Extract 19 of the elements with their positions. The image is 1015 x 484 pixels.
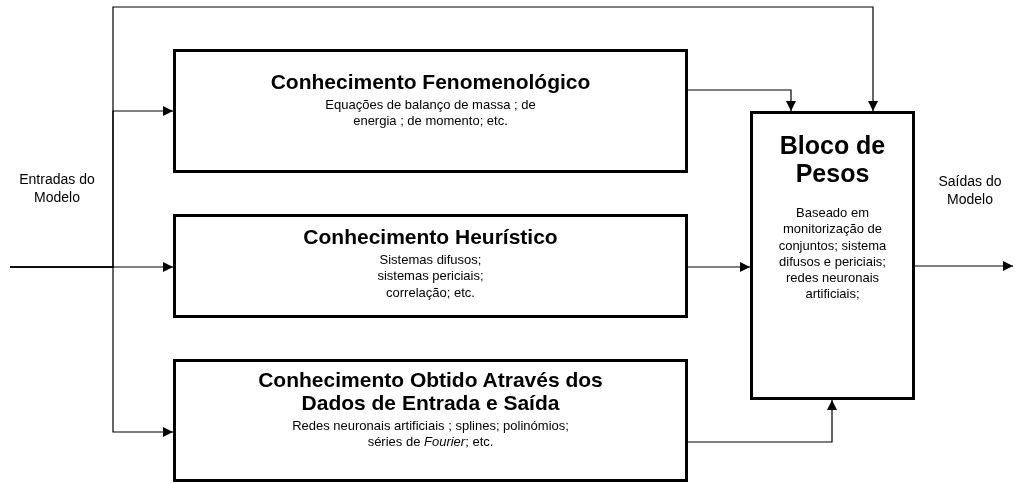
io-label: Entradas do Modelo [18,170,96,207]
io-label: Saídas do Modelo [937,172,1003,209]
process-box [173,214,688,318]
box-heading: Conhecimento Heurístico [302,225,559,249]
box-heading: Conhecimento Obtido Através dos Dados de Entrada e Saída [257,368,604,415]
process-box [750,111,915,400]
arrow [687,399,837,443]
box-description: Redes neuronais artificiais ; splines; polinómios; séries de Fourier; etc. [291,418,570,451]
box-heading: Conhecimento Fenomenológico [269,70,592,94]
arrow [914,261,1014,271]
box-description: Equações de balanço de massa ; de energia ; de momento; etc. [324,97,537,130]
box-heading: Bloco de Pesos [778,132,887,187]
process-box [173,359,688,482]
box-description: Sistemas difusos; sistemas periciais; correlação; etc. [376,252,485,301]
process-box [173,49,688,173]
arrow [687,89,796,112]
arrow [687,262,751,272]
arrow [9,6,878,268]
box-description: Baseado em monitorização de conjuntos; sistema difusos e periciais; redes neuronais artificiais; [777,205,888,303]
